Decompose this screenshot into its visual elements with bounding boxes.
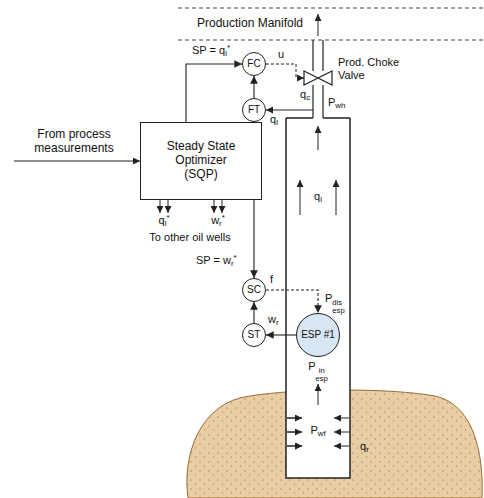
- signal-connector: [253, 200, 254, 278]
- manifold-label: Production Manifold: [197, 16, 303, 30]
- subscript: l: [320, 195, 322, 204]
- flow-controller: FC: [242, 52, 266, 76]
- subscript: r: [231, 259, 234, 268]
- node-text: Steady State Optimizer (SQP): [160, 140, 242, 181]
- edge-label: f: [270, 273, 273, 286]
- pressure-symbol: Pdisesp: [325, 292, 345, 315]
- superscript: *: [234, 253, 237, 262]
- input-arrow: [14, 161, 140, 162]
- text-part: P: [308, 360, 315, 372]
- edge-label: SP = ql*: [192, 44, 230, 57]
- flow-symbol: ql: [270, 113, 278, 126]
- subscript: wf: [318, 429, 326, 438]
- inflow-arrow: [287, 432, 302, 433]
- optimizer-box: Steady State Optimizer (SQP): [140, 122, 262, 200]
- text-part: P: [310, 424, 317, 436]
- input-note: From process measurements: [14, 127, 134, 156]
- superscript: dis: [332, 299, 344, 307]
- manifold-line: [178, 40, 484, 41]
- inflow-arrow: [334, 432, 349, 433]
- flow-symbol: qr: [360, 440, 369, 453]
- script-stack: inesp: [315, 367, 327, 382]
- flow-symbol: qc: [300, 88, 310, 101]
- subscript: esp: [332, 307, 344, 315]
- subscript: r: [219, 219, 222, 228]
- flow-arrow: [336, 180, 337, 215]
- flow-arrow: [300, 180, 301, 215]
- edge-label: SP = wr*: [196, 254, 237, 267]
- text-part: SP = q: [192, 44, 225, 56]
- inflow-arrows: [287, 418, 302, 446]
- choke-valve-symbol: [304, 71, 332, 85]
- text-part: P: [328, 96, 335, 108]
- node-text: FT: [248, 104, 260, 116]
- edge-label: wr: [268, 313, 279, 326]
- subscript: l: [276, 118, 278, 127]
- inflow-arrow: [287, 446, 302, 447]
- flow-arrow: [318, 384, 319, 405]
- output-note: To other oil wells: [149, 231, 230, 244]
- node-text: SC: [247, 284, 261, 296]
- text-part: q: [314, 190, 320, 202]
- text-part: P: [325, 292, 332, 304]
- node-text: FC: [247, 58, 260, 70]
- valve-label: Prod. Choke Valve: [338, 56, 410, 82]
- inflow-arrow: [287, 418, 302, 419]
- pressure-symbol: Pwf: [310, 424, 325, 437]
- signal-connector: [253, 302, 254, 323]
- output-arrow: [160, 200, 161, 213]
- node-text: ST: [248, 329, 261, 341]
- pressure-symbol: Pwh: [328, 96, 345, 109]
- flow-arrow: [318, 14, 319, 36]
- flow-symbol: ql: [314, 190, 322, 203]
- node-text: ESP #1: [301, 329, 335, 341]
- setpoint-symbol: wr*: [211, 214, 225, 227]
- text-part: q: [159, 214, 165, 226]
- output-arrow: [214, 200, 215, 213]
- subscript: l: [225, 49, 227, 58]
- subscript: r: [366, 445, 369, 454]
- superscript: *: [166, 213, 169, 222]
- speed-transmitter: ST: [242, 323, 266, 347]
- manifold-line: [178, 8, 484, 9]
- text-part: q: [360, 440, 366, 452]
- subscript: c: [306, 93, 310, 102]
- measurement-arrow: [266, 110, 313, 111]
- signal-connector: [186, 64, 242, 122]
- superscript: *: [227, 43, 230, 52]
- speed-controller: SC: [242, 278, 266, 302]
- pressure-symbol: Pinesp: [308, 360, 328, 383]
- esp-pump: ESP #1: [296, 313, 340, 357]
- signal-connector: [266, 334, 296, 335]
- output-arrow: [168, 200, 169, 213]
- inflow-arrow: [334, 418, 349, 419]
- text-part: w: [211, 214, 219, 226]
- inflow-arrow: [334, 446, 349, 447]
- superscript: *: [222, 213, 225, 222]
- subscript: esp: [315, 375, 327, 383]
- text-part: SP = w: [196, 254, 231, 266]
- superscript: in: [315, 367, 327, 375]
- subscript: wh: [335, 101, 345, 110]
- control-signal-line: [266, 64, 304, 78]
- signal-name: u: [278, 48, 284, 61]
- text-part: w: [268, 313, 276, 325]
- subscript: l: [165, 219, 167, 228]
- output-arrow: [222, 200, 223, 213]
- subscript: r: [276, 318, 279, 327]
- text-part: q: [270, 113, 276, 125]
- script-stack: disesp: [332, 299, 344, 314]
- text-part: q: [300, 88, 306, 100]
- flow-transmitter: FT: [242, 98, 266, 122]
- control-signal: [266, 290, 318, 313]
- flow-arrow: [318, 126, 319, 150]
- setpoint-symbol: ql*: [159, 214, 170, 227]
- signal-connector: [253, 76, 254, 98]
